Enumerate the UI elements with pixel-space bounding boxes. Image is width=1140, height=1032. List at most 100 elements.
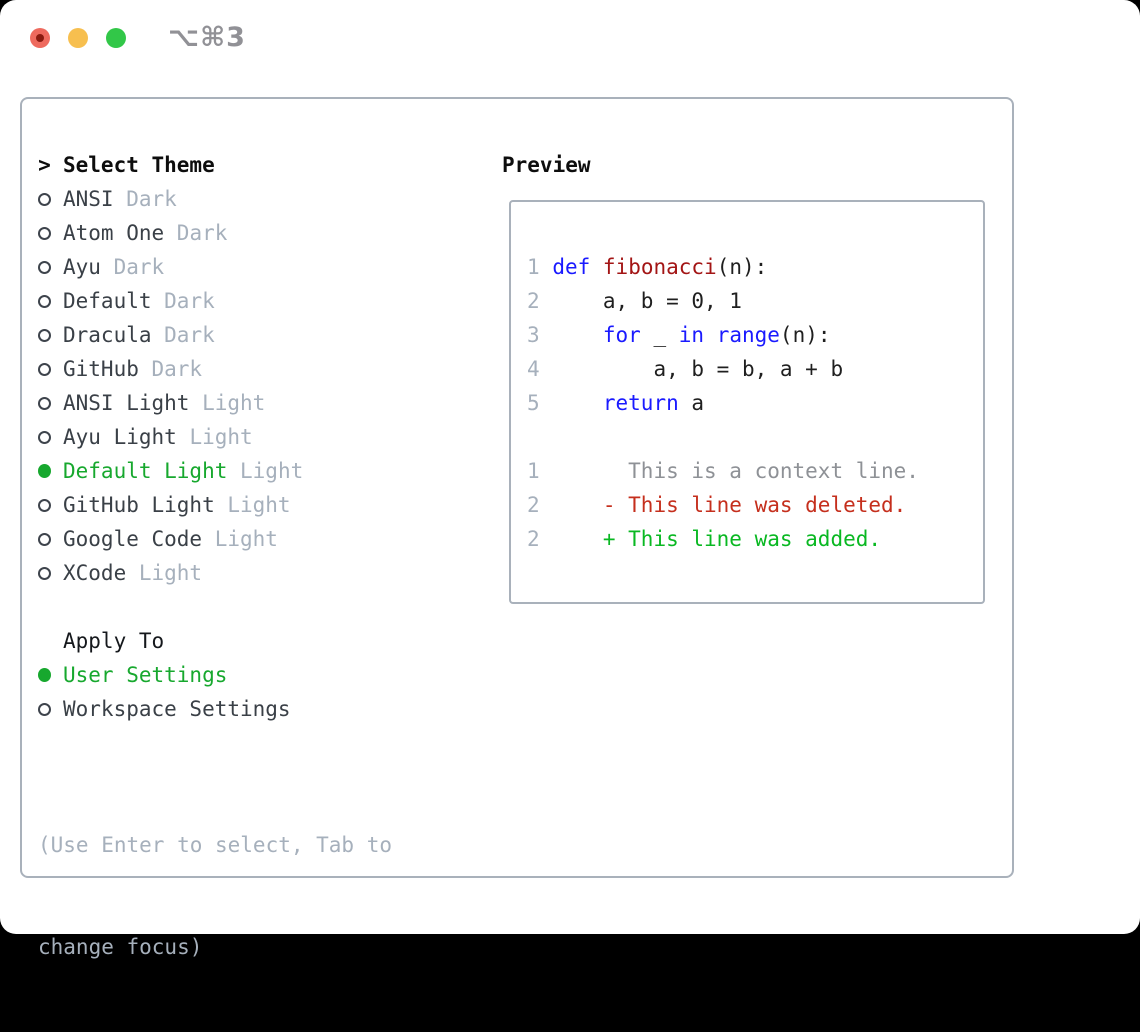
line-number: 1 [527, 459, 540, 483]
apply-to-header: Apply To [38, 624, 291, 658]
option-label: Atom One [63, 221, 165, 245]
minimize-button[interactable] [68, 28, 88, 48]
option-label: Default Light [63, 459, 228, 483]
code-line: 4 a, b = b, a + b [527, 352, 919, 386]
line-number: 5 [527, 391, 540, 415]
option-label: ANSI Light [63, 391, 190, 415]
line-number: 2 [527, 289, 540, 313]
radio-icon [38, 328, 51, 342]
help-text: (Use Enter to select, Tab to change focu… [38, 760, 392, 1032]
option-label: ANSI [63, 187, 114, 211]
option-label: GitHub Light [63, 493, 215, 517]
theme-option-default[interactable]: Default Dark [38, 284, 303, 318]
code-token: range [716, 323, 780, 347]
theme-variant-tag: Light [126, 561, 203, 585]
apply-option-workspace-settings[interactable]: Workspace Settings [38, 692, 291, 726]
theme-variant-tag: Dark [100, 255, 165, 279]
code-token: def [552, 255, 591, 279]
theme-option-ayu[interactable]: Ayu Dark [38, 250, 303, 284]
code-token: fibonacci [602, 255, 717, 279]
radio-icon [38, 294, 51, 308]
theme-option-ansi[interactable]: ANSI Dark [38, 182, 303, 216]
radio-icon [38, 702, 51, 716]
theme-variant-tag: Dark [113, 187, 177, 211]
theme-option-ansi-light[interactable]: ANSI Light Light [38, 386, 303, 420]
close-button[interactable] [30, 28, 50, 48]
code-token [540, 391, 603, 415]
code-token: return [602, 391, 679, 415]
radio-selected-icon [38, 668, 51, 682]
code-line: 5 return a [527, 386, 919, 420]
code-line: 1 def fibonacci(n): [527, 250, 919, 284]
help-text-line: change focus) [38, 935, 203, 959]
theme-variant-tag: Light [227, 459, 304, 483]
theme-option-ayu-light[interactable]: Ayu Light Light [38, 420, 303, 454]
apply-option-user-settings[interactable]: User Settings [38, 658, 291, 692]
theme-variant-tag: Light [214, 493, 291, 517]
code-line: 2 + This line was added. [527, 522, 919, 556]
zoom-button[interactable] [106, 28, 126, 48]
code-token [540, 323, 603, 347]
theme-list-title: Select Theme [63, 153, 215, 177]
theme-option-github[interactable]: GitHub Dark [38, 352, 303, 386]
code-token: for [602, 323, 641, 347]
code-token: a, b = b, a + b [539, 357, 844, 381]
code-token [590, 255, 603, 279]
radio-icon [38, 532, 51, 546]
theme-option-default-light[interactable]: Default Light Light [38, 454, 303, 488]
code-token: - This line was deleted. [539, 493, 907, 517]
code-token: (n): [716, 255, 768, 279]
option-label: User Settings [63, 663, 228, 687]
option-label: Workspace Settings [63, 697, 291, 721]
radio-icon [38, 192, 51, 206]
traffic-lights [30, 28, 126, 48]
theme-variant-tag: Dark [151, 289, 215, 313]
theme-option-dracula[interactable]: Dracula Dark [38, 318, 303, 352]
window-title: ⌥⌘3 [168, 22, 246, 53]
code-line: 1 This is a context line. [527, 454, 919, 488]
line-number: 2 [527, 493, 540, 517]
radio-icon [38, 566, 51, 580]
preview-title: Preview [502, 153, 591, 177]
option-label: XCode [63, 561, 127, 585]
apply-to-title: Apply To [63, 629, 165, 653]
code-token: + This line was added. [539, 527, 882, 551]
code-line [527, 420, 919, 454]
line-number: 3 [527, 323, 540, 347]
option-label: Dracula [63, 323, 152, 347]
code-token: This is a context line. [539, 459, 919, 483]
radio-icon [38, 362, 51, 376]
theme-option-github-light[interactable]: GitHub Light Light [38, 488, 303, 522]
radio-icon [38, 396, 51, 410]
theme-variant-tag: Dark [151, 323, 215, 347]
option-label: Ayu [63, 255, 101, 279]
option-label: Google Code [63, 527, 203, 551]
code-token: (n): [779, 323, 831, 347]
radio-selected-icon [38, 464, 51, 478]
theme-option-xcode[interactable]: XCode Light [38, 556, 303, 590]
theme-option-atom-one[interactable]: Atom One Dark [38, 216, 303, 250]
radio-icon [38, 226, 51, 240]
theme-variant-tag: Dark [164, 221, 228, 245]
code-line: 2 a, b = 0, 1 [527, 284, 919, 318]
line-number: 2 [527, 527, 540, 551]
preview-header: Preview [502, 148, 591, 182]
help-text-line: (Use Enter to select, Tab to [38, 833, 393, 857]
theme-variant-tag: Light [176, 425, 253, 449]
option-label: GitHub [63, 357, 139, 381]
title-bar: ⌥⌘3 [0, 0, 1140, 70]
theme-variant-tag: Light [202, 527, 278, 551]
code-token: _ [640, 323, 679, 347]
theme-variant-tag: Light [189, 391, 266, 415]
option-label: Default [63, 289, 152, 313]
line-number: 4 [527, 357, 540, 381]
theme-option-google-code[interactable]: Google Code Light [38, 522, 303, 556]
theme-variant-tag: Dark [138, 357, 203, 381]
code-line: 2 - This line was deleted. [527, 488, 919, 522]
